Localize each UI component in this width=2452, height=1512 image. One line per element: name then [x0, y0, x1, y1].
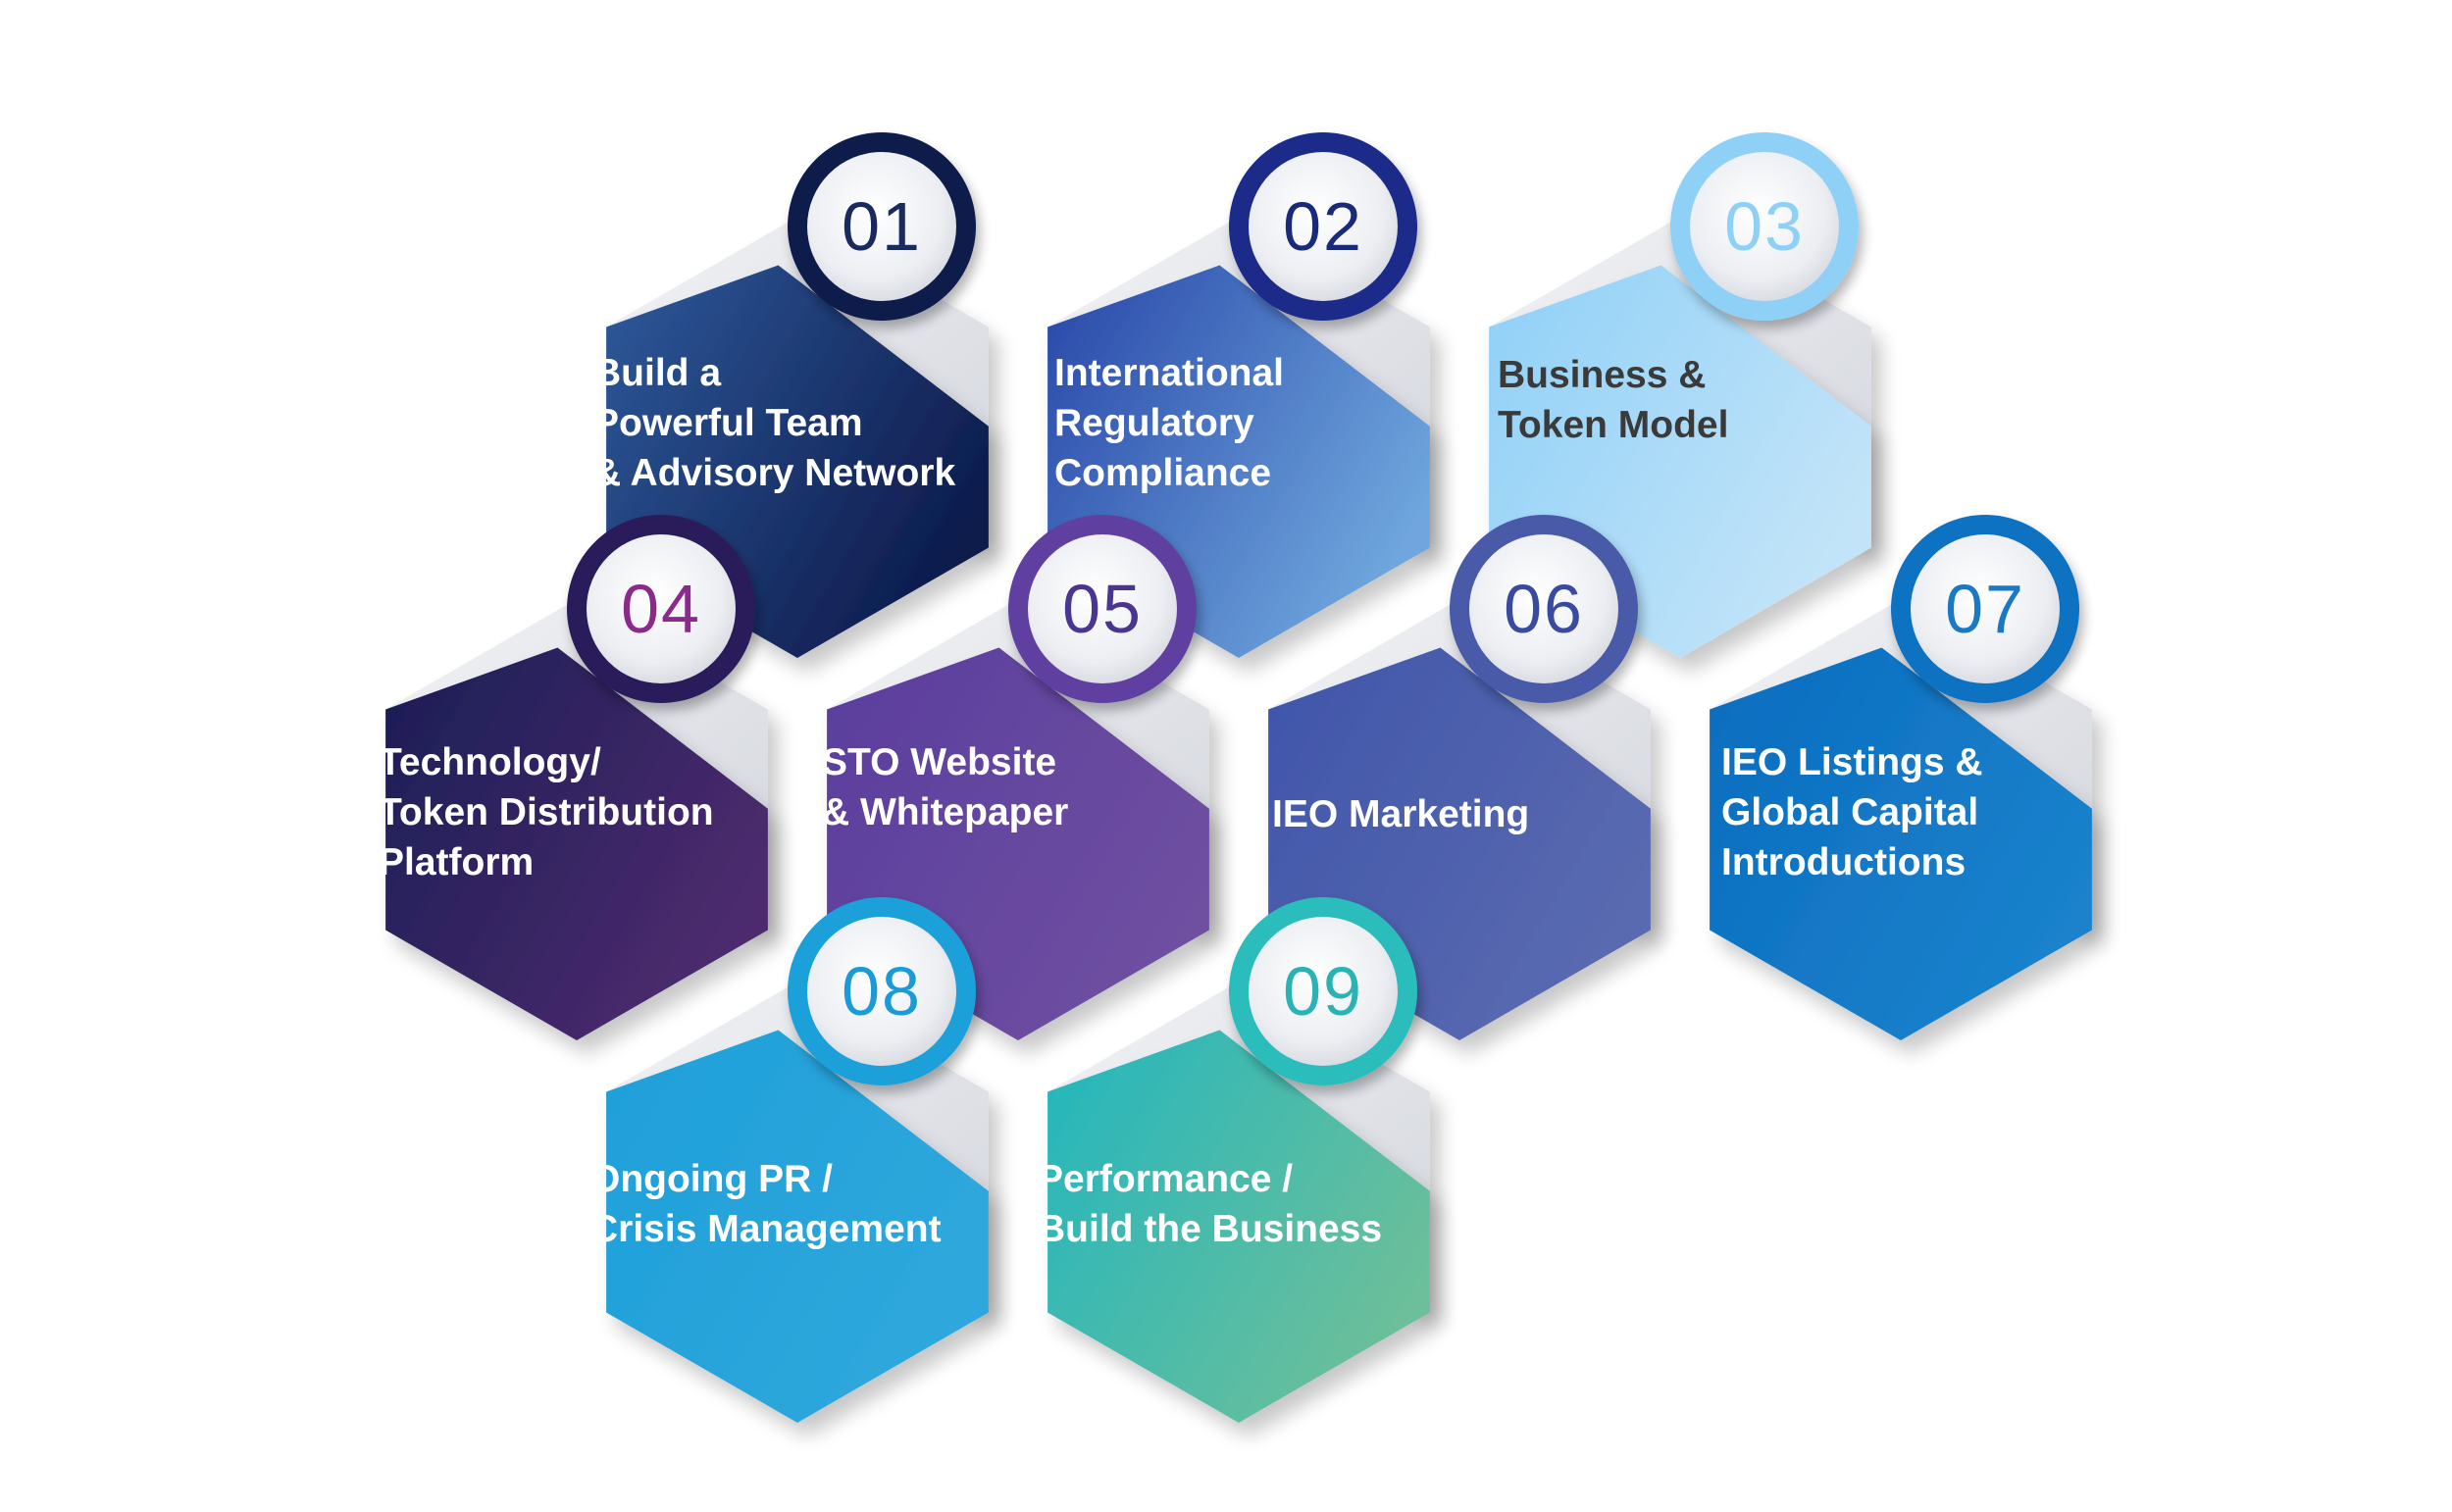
step-label-line: & Whitepaper: [822, 791, 1068, 833]
step-label: Ongoing PR / Crisis Management: [590, 1158, 942, 1250]
step-label: Technology/ Token Distribution Platform: [379, 741, 724, 883]
step-label-line: Business &: [1498, 354, 1706, 396]
step-hexagon: [606, 1030, 989, 1423]
step-number: 01: [842, 188, 922, 265]
step-number-disc: [1028, 534, 1177, 683]
step-label: IEO Listings & Global Capital Introducti…: [1721, 741, 1993, 883]
step-number-disc: [1469, 534, 1618, 683]
step-2: 02 International Regulatory Compliance: [1047, 132, 1430, 658]
step-number: 09: [1283, 953, 1363, 1030]
step-4: 04 Technology/ Token Distribution Platfo…: [379, 515, 768, 1040]
step-label-line: IEO Marketing: [1272, 793, 1529, 835]
step-label-line: & Advisory Network: [593, 452, 955, 494]
step-6: 06 IEO Marketing: [1268, 515, 1651, 1040]
step-label-line: Performance /: [1038, 1158, 1293, 1200]
step-7: 07 IEO Listings & Global Capital Introdu…: [1710, 515, 2092, 1040]
step-label: Build a Powerful Team & Advisory Network: [593, 352, 955, 494]
step-label-line: International: [1054, 352, 1284, 394]
step-number-disc: [1249, 152, 1398, 301]
step-number: 06: [1504, 571, 1584, 647]
step-label-line: Ongoing PR /: [590, 1158, 833, 1200]
step-label: IEO Marketing: [1272, 793, 1529, 835]
step-label: Business & Token Model: [1498, 354, 1728, 446]
step-number: 02: [1283, 188, 1363, 265]
step-number-disc: [1249, 917, 1398, 1066]
step-number: 04: [621, 571, 701, 647]
step-label-line: Technology/: [379, 741, 601, 783]
step-label-line: STO Website: [822, 741, 1056, 783]
step-label-line: Compliance: [1054, 452, 1271, 494]
step-8: 08 Ongoing PR / Crisis Management: [590, 897, 989, 1423]
step-label: Performance / Build the Business: [1038, 1158, 1382, 1250]
step-label-line: Crisis Management: [590, 1208, 942, 1250]
step-number-disc: [807, 152, 956, 301]
step-label: International Regulatory Compliance: [1054, 352, 1295, 494]
step-number-disc: [587, 534, 736, 683]
step-number: 08: [842, 953, 922, 1030]
step-label-line: Powerful Team: [593, 402, 863, 444]
step-label-line: Token Model: [1498, 404, 1728, 446]
step-label-line: Global Capital: [1721, 791, 1978, 833]
step-number-disc: [1911, 534, 2060, 683]
step-label-line: Build a: [593, 352, 721, 394]
step-hexagon: [385, 647, 768, 1040]
step-9: 09 Performance / Build the Business: [1038, 897, 1430, 1423]
step-number-disc: [1690, 152, 1839, 301]
step-number: 03: [1724, 188, 1805, 265]
step-hexagon: [1710, 647, 2092, 1040]
step-label-line: Token Distribution: [379, 791, 714, 833]
step-label: STO Website & Whitepaper: [822, 741, 1068, 833]
step-label-line: Regulatory: [1054, 402, 1254, 444]
step-number: 07: [1945, 571, 2025, 647]
step-label-line: Platform: [379, 841, 534, 883]
step-hexagon: [1047, 1030, 1430, 1423]
step-number-disc: [807, 917, 956, 1066]
step-number: 05: [1062, 571, 1143, 647]
step-label-line: IEO Listings &: [1721, 741, 1983, 783]
step-label-line: Build the Business: [1038, 1208, 1382, 1250]
step-label-line: Introductions: [1721, 841, 1966, 883]
